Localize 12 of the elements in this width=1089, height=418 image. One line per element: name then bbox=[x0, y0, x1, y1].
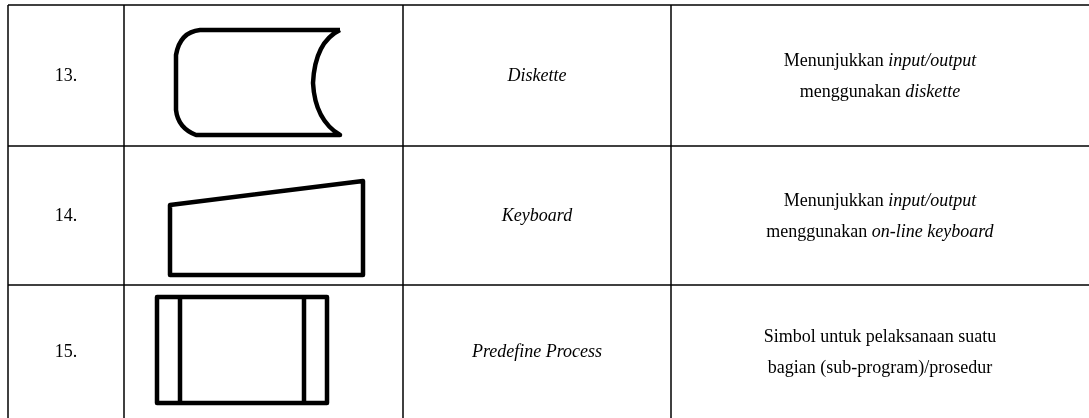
row-number: 13. bbox=[54, 64, 78, 87]
keyboard-symbol bbox=[167, 178, 366, 278]
symbol-name: Keyboard bbox=[501, 204, 573, 227]
row-number: 14. bbox=[54, 204, 78, 227]
symbol-description: Simbol untuk pelaksanaan suatu bagian (sub-program)/prosedur bbox=[762, 324, 998, 379]
symbol-name: Predefine Process bbox=[471, 340, 603, 363]
symbol-description: Menunjukkan input/output menggunakan diskette bbox=[782, 48, 978, 103]
row-number: 15. bbox=[54, 340, 78, 363]
diskette-symbol bbox=[173, 27, 343, 138]
symbol-name: Diskette bbox=[507, 64, 567, 87]
predefined-process-symbol bbox=[154, 294, 330, 406]
symbol-description: Menunjukkan input/output menggunakan on-line keyboard bbox=[765, 188, 995, 243]
